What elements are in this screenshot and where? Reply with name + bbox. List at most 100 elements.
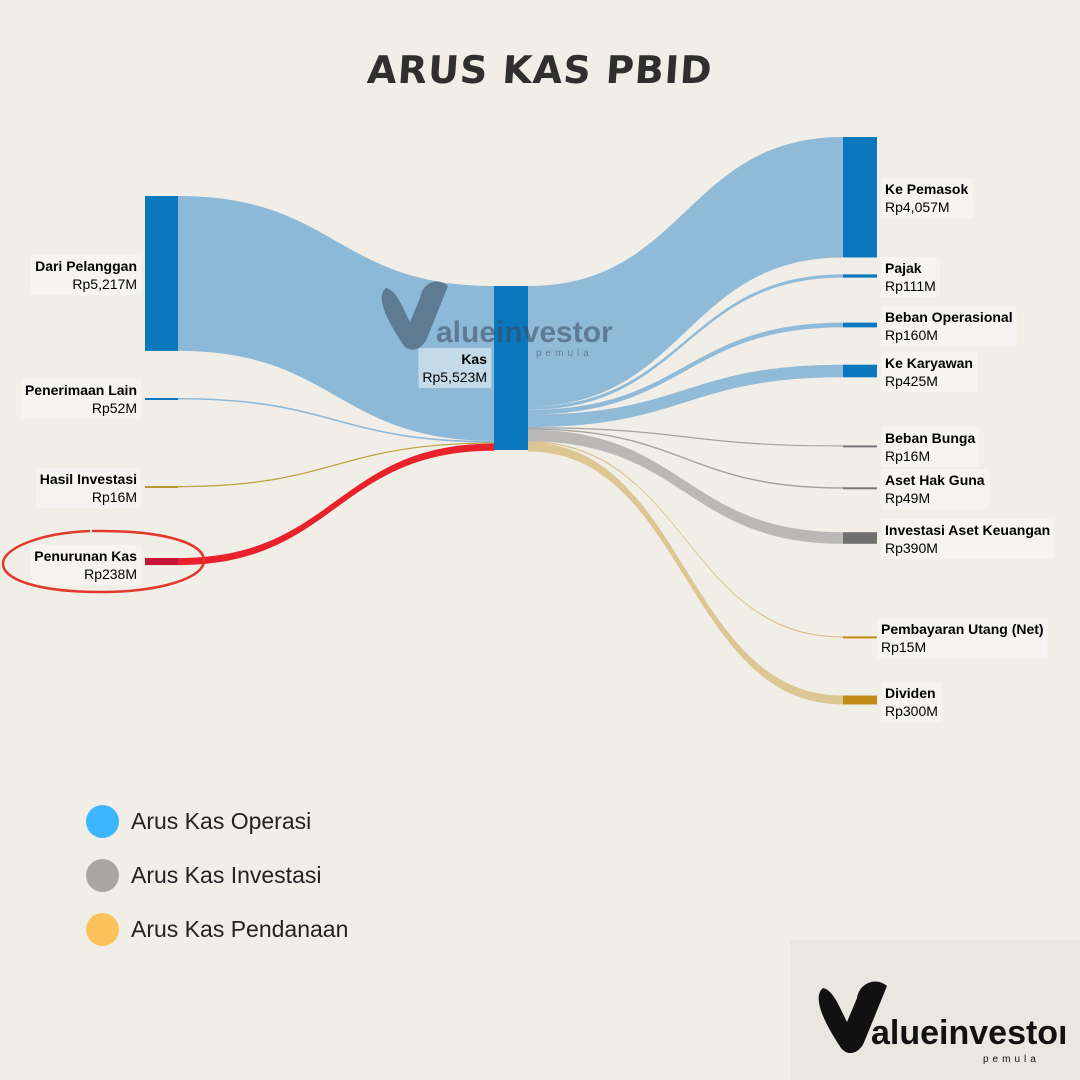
label-hasil-investasi-name: Hasil Investasi (40, 471, 137, 487)
label-beban-operasional-name: Beban Operasional (885, 309, 1013, 325)
label-hasil-investasi-bg (35, 468, 141, 508)
link-investasi-aset-keuangan (528, 429, 843, 544)
label-hasil-investasi-value: Rp16M (92, 489, 137, 505)
legend-item-pendanaan: Arus Kas Pendanaan (86, 902, 348, 956)
label-pembayaran-utang-value: Rp15M (881, 639, 926, 655)
brand-logo: alueinvestor pemula (818, 981, 1065, 1065)
label-aset-hak-guna-value: Rp49M (885, 490, 930, 506)
legend-item-operasi: Arus Kas Operasi (86, 794, 348, 848)
node-hasil-investasi (145, 486, 178, 488)
label-kas-name: Kas (461, 351, 487, 367)
link-ke-pemasok (528, 137, 843, 407)
label-beban-bunga-bg (881, 427, 980, 467)
link-pembayaran-utang (528, 441, 843, 638)
node-pajak (843, 274, 877, 278)
label-dari-pelanggan-bg (31, 255, 141, 295)
node-aset-hak-guna (843, 487, 877, 490)
label-aset-hak-guna-bg (881, 469, 989, 509)
label-investasi-aset-keuangan-value: Rp390M (885, 540, 938, 556)
link-penerimaan-lain (178, 398, 494, 443)
label-ke-pemasok-value: Rp4,057M (885, 199, 950, 215)
label-dari-pelanggan-value: Rp5,217M (72, 276, 137, 292)
label-dari-pelanggan-name: Dari Pelanggan (35, 258, 137, 274)
node-investasi-aset-keuangan (843, 532, 877, 544)
link-aset-hak-guna (528, 428, 843, 489)
label-pembayaran-utang-name: Pembayaran Utang (Net) (881, 621, 1044, 637)
label-penurunan-kas-bg (30, 545, 142, 585)
label-beban-bunga-value: Rp16M (885, 448, 930, 464)
legend-label-pendanaan: Arus Kas Pendanaan (131, 915, 349, 942)
label-beban-operasional-value: Rp160M (885, 327, 938, 343)
label-pajak-value: Rp111M (885, 278, 936, 294)
label-pembayaran-utang-bg (877, 618, 1048, 658)
watermark-tagline-text: pemula (536, 348, 593, 359)
label-dividen-bg (881, 682, 942, 722)
highlight-circle (1, 529, 206, 594)
label-ke-karyawan-bg (881, 352, 977, 392)
node-beban-operasional (843, 322, 877, 328)
node-penurunan-kas (145, 558, 178, 566)
watermark-brand-text: alueinvestor (436, 316, 613, 349)
label-aset-hak-guna-name: Aset Hak Guna (885, 472, 985, 488)
legend: Arus Kas Operasi Arus Kas Investasi Arus… (86, 794, 348, 956)
label-penerimaan-lain-name: Penerimaan Lain (25, 382, 137, 398)
label-ke-pemasok-bg (881, 178, 973, 218)
watermark-logo: alueinvestor pemula (381, 281, 613, 359)
label-ke-karyawan-value: Rp425M (885, 373, 938, 389)
label-pembayaran-utang: Pembayaran Utang (Net) Rp15M (877, 618, 1048, 658)
link-ke-karyawan (528, 364, 843, 428)
label-kas-value: Rp5,523M (422, 369, 487, 385)
link-beban-bunga (528, 427, 843, 447)
link-hasil-investasi (178, 442, 494, 488)
label-pajak-bg (881, 257, 940, 297)
node-ke-pemasok (843, 137, 877, 258)
node-pembayaran-utang (843, 636, 877, 639)
legend-swatch-pendanaan (86, 912, 119, 946)
link-pajak (528, 274, 843, 410)
label-penerimaan-lain-bg (20, 379, 141, 419)
label-investasi-aset-keuangan-name: Investasi Aset Keuangan (885, 522, 1050, 538)
label-ke-karyawan-name: Ke Karyawan (885, 355, 973, 371)
logo-brand-text: alueinvestor (871, 1014, 1065, 1052)
node-dari-pelanggan (145, 196, 178, 351)
label-dividen-name: Dividen (885, 685, 936, 701)
node-dividen (843, 695, 877, 705)
legend-label-operasi: Arus Kas Operasi (131, 807, 312, 834)
node-beban-bunga (843, 445, 877, 448)
legend-swatch-investasi (86, 858, 119, 892)
link-penurunan-kas (178, 443, 494, 566)
link-beban-operasional (528, 322, 843, 415)
label-penerimaan-lain-value: Rp52M (92, 400, 137, 416)
legend-swatch-operasi (86, 804, 119, 838)
label-pajak-name: Pajak (885, 260, 922, 276)
label-penurunan-kas-name: Penurunan Kas (34, 548, 137, 564)
link-dari-pelanggan (178, 196, 494, 441)
logo-tagline-text: pemula (983, 1054, 1040, 1065)
link-dividen (528, 442, 843, 705)
node-ke-karyawan (843, 364, 877, 378)
label-ke-pemasok-name: Ke Pemasok (885, 181, 968, 197)
legend-label-investasi: Arus Kas Investasi (131, 861, 322, 888)
label-investasi-aset-keuangan-bg (881, 519, 1055, 559)
logo-mark-icon (818, 981, 887, 1054)
label-beban-operasional-bg (881, 306, 1017, 346)
label-dividen-value: Rp300M (885, 703, 938, 719)
label-kas-bg (418, 348, 492, 388)
label-penurunan-kas-value: Rp238M (84, 566, 137, 582)
node-kas (494, 286, 528, 450)
node-penerimaan-lain (145, 398, 178, 400)
label-beban-bunga-name: Beban Bunga (885, 430, 975, 446)
